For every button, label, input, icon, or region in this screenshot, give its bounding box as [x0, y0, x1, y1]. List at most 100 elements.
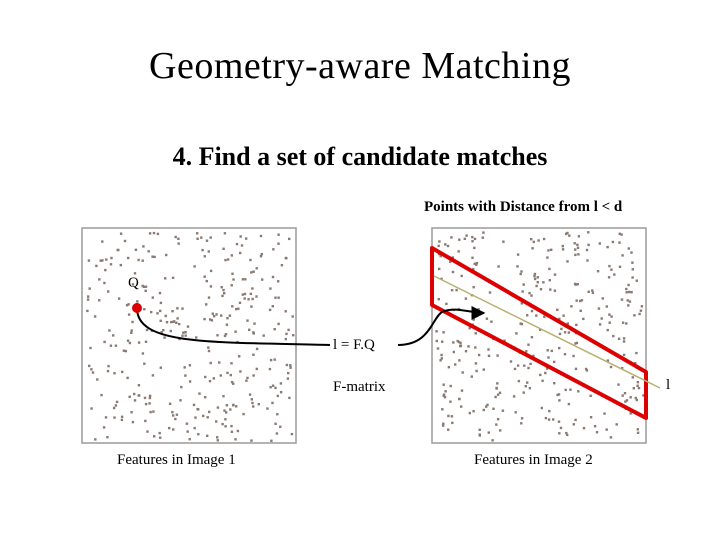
feature-dot — [488, 291, 492, 294]
feature-dot — [501, 409, 505, 412]
feature-dot — [275, 432, 279, 435]
feature-dot — [250, 398, 253, 401]
feature-dot — [133, 399, 137, 402]
feature-dot — [127, 256, 130, 260]
feature-dot — [221, 422, 224, 426]
feature-dot — [173, 320, 176, 323]
feature-dot — [584, 367, 588, 371]
candidate-region — [430, 246, 648, 420]
feature-dot — [458, 397, 461, 401]
feature-dot — [635, 351, 638, 355]
feature-dot — [115, 400, 119, 404]
feature-dot — [608, 313, 611, 316]
feature-dot — [561, 248, 565, 251]
feature-dot — [544, 371, 547, 375]
feature-dot — [162, 329, 165, 332]
feature-dot — [224, 425, 227, 428]
feature-dot — [496, 382, 499, 385]
feature-dot — [102, 426, 106, 429]
feature-dot — [209, 318, 212, 321]
feature-dot — [238, 355, 241, 358]
feature-dot — [442, 331, 445, 334]
feature-dot — [605, 428, 608, 431]
feature-dot — [530, 336, 534, 339]
feature-dot — [104, 416, 108, 419]
feature-dot — [546, 256, 549, 259]
feature-dot — [449, 260, 452, 263]
feature-dot — [496, 354, 499, 357]
feature-dot — [206, 416, 209, 419]
feature-dot — [287, 371, 290, 375]
feature-dot — [245, 237, 248, 240]
feature-dot — [622, 353, 626, 357]
feature-dot — [457, 340, 461, 344]
feature-dot — [98, 278, 101, 281]
feature-dot — [587, 231, 590, 234]
feature-dot — [193, 426, 196, 430]
feature-dot — [141, 259, 144, 262]
feature-dot — [203, 255, 206, 258]
feature-dot — [104, 268, 107, 272]
feature-dot — [637, 386, 641, 390]
feature-dot — [547, 418, 551, 421]
feature-dot — [549, 288, 552, 291]
feature-dot — [621, 321, 625, 324]
feature-dot — [216, 436, 219, 439]
feature-dot — [122, 349, 126, 352]
feature-dot — [274, 296, 277, 299]
feature-dot — [149, 410, 152, 414]
feature-dot — [101, 259, 104, 262]
fmatrix-label: F-matrix — [333, 379, 386, 395]
q-to-equation-curve — [136, 309, 331, 346]
feature-dot — [491, 439, 494, 442]
feature-dot — [606, 359, 610, 362]
feature-dot — [444, 390, 447, 393]
feature-dot — [251, 287, 254, 290]
feature-dot — [595, 431, 599, 434]
feature-dot — [572, 354, 575, 358]
feature-dot — [496, 418, 500, 421]
feature-dot — [575, 341, 579, 345]
feature-dot — [289, 366, 292, 369]
feature-dot — [224, 333, 228, 336]
feature-dot — [143, 362, 146, 365]
feature-dot — [272, 248, 275, 251]
feature-dot — [280, 264, 284, 267]
feature-dot — [172, 428, 175, 431]
feature-dot — [195, 336, 198, 339]
query-point — [132, 303, 142, 313]
feature-dot — [137, 258, 140, 262]
feature-dot — [468, 411, 471, 415]
feature-dot — [526, 314, 529, 317]
image1-panel — [81, 227, 297, 444]
feature-dot — [572, 423, 575, 426]
feature-dot — [499, 429, 502, 432]
feature-dot — [492, 407, 495, 410]
feature-dot — [207, 250, 210, 253]
feature-dot — [175, 413, 179, 416]
feature-dot — [612, 334, 615, 338]
feature-dot — [437, 298, 440, 301]
feature-dot — [120, 415, 124, 418]
feature-dot — [626, 299, 629, 302]
image1-caption: Features in Image 1 — [117, 452, 236, 468]
feature-dot — [520, 270, 523, 273]
feature-dot — [435, 330, 438, 333]
feature-dot — [226, 371, 229, 375]
feature-dot — [87, 259, 91, 262]
feature-dot — [443, 396, 447, 399]
feature-dot — [547, 356, 550, 359]
feature-dot — [229, 373, 232, 377]
feature-dot — [629, 412, 632, 415]
feature-dot — [121, 370, 124, 374]
feature-dot — [252, 270, 255, 273]
feature-dot — [252, 353, 255, 356]
feature-dot — [292, 334, 295, 337]
feature-dot — [159, 301, 163, 305]
feature-dot — [86, 309, 89, 313]
feature-dot — [212, 377, 215, 380]
feature-dot — [539, 373, 542, 377]
feature-dot — [451, 256, 454, 259]
feature-dot — [239, 251, 242, 255]
feature-dot — [447, 414, 450, 418]
